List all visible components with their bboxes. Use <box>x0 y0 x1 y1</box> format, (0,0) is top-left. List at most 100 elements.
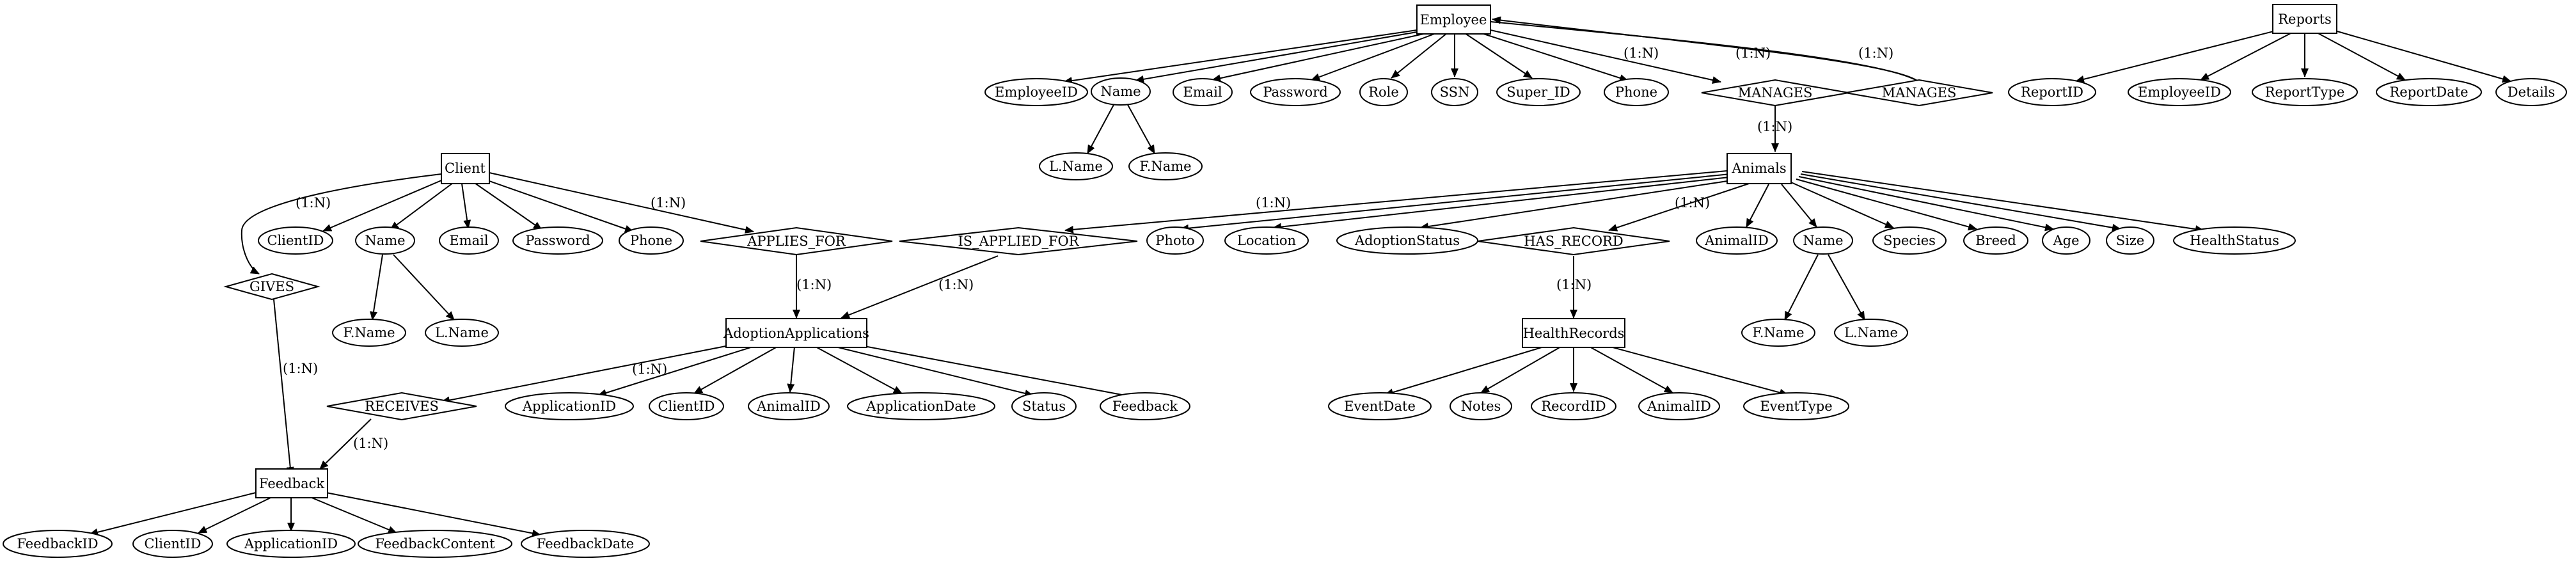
attr-feedback-feedbackid: FeedbackID <box>3 530 113 558</box>
attr-hr-eventtype: EventType <box>1743 392 1849 420</box>
attr-hr-recordid: RecordID <box>1531 392 1616 420</box>
svg-text:EmployeeID: EmployeeID <box>995 84 1078 100</box>
attr-employee-employeeid: EmployeeID <box>984 78 1088 106</box>
attr-feedback-feedbackdate: FeedbackDate <box>521 530 650 558</box>
attr-client-email: Email <box>439 226 499 255</box>
attr-client-password: Password <box>512 226 603 255</box>
attr-client-phone: Phone <box>619 226 684 255</box>
svg-text:Animals: Animals <box>1731 161 1786 176</box>
rel-receives[interactable]: RECEIVES <box>326 392 477 421</box>
card-label: (1:N) <box>353 436 388 451</box>
attr-employee-name: Name <box>1091 77 1151 106</box>
card-label: (1:N) <box>1675 195 1710 210</box>
svg-text:HealthStatus: HealthStatus <box>2190 233 2279 248</box>
svg-text:ReportID: ReportID <box>2021 84 2083 100</box>
svg-text:ApplicationID: ApplicationID <box>522 399 616 414</box>
svg-text:RECEIVES: RECEIVES <box>365 399 439 414</box>
rel-is-applied-for[interactable]: IS_APPLIED_FOR <box>899 226 1138 256</box>
svg-text:AdoptionStatus: AdoptionStatus <box>1354 233 1460 248</box>
rel-gives[interactable]: GIVES <box>223 273 320 301</box>
attr-hr-notes: Notes <box>1450 392 1512 420</box>
entity-employee[interactable]: Employee <box>1416 4 1491 35</box>
svg-text:MANAGES: MANAGES <box>1738 85 1813 100</box>
svg-text:Role: Role <box>1368 84 1399 100</box>
card-label: (1:N) <box>296 195 331 210</box>
rel-manages-1[interactable]: MANAGES <box>1701 79 1849 107</box>
card-label: (1:N) <box>651 195 686 210</box>
rel-has-record[interactable]: HAS_RECORD <box>1477 226 1670 256</box>
card-label: (1:N) <box>632 361 667 377</box>
attr-hr-eventdate: EventDate <box>1328 392 1432 420</box>
svg-text:ReportDate: ReportDate <box>2389 84 2468 100</box>
attr-feedback-clientid: ClientID <box>132 530 213 558</box>
svg-text:L.Name: L.Name <box>1049 159 1103 174</box>
svg-text:Password: Password <box>1263 84 1327 100</box>
svg-text:Client: Client <box>445 161 486 176</box>
svg-text:EmployeeID: EmployeeID <box>2138 84 2221 100</box>
svg-text:Name: Name <box>1100 84 1141 99</box>
svg-text:ApplicationID: ApplicationID <box>244 536 338 551</box>
svg-text:ClientID: ClientID <box>267 233 324 248</box>
svg-text:FeedbackDate: FeedbackDate <box>537 536 634 551</box>
attr-client-fname: F.Name <box>332 319 406 347</box>
attr-reports-reportdate: ReportDate <box>2376 78 2482 106</box>
attr-app-clientid: ClientID <box>649 392 724 420</box>
svg-text:Breed: Breed <box>1975 233 2016 248</box>
attr-animals-age: Age <box>2042 226 2090 255</box>
rel-manages-2[interactable]: MANAGES <box>1845 79 1993 107</box>
svg-text:Name: Name <box>1803 233 1843 248</box>
attr-client-clientid: ClientID <box>258 226 333 255</box>
svg-text:ClientID: ClientID <box>658 399 715 414</box>
entity-health-records[interactable]: HealthRecords <box>1522 318 1625 348</box>
card-label: (1:N) <box>283 361 318 376</box>
attr-app-feedback: Feedback <box>1100 392 1190 420</box>
attr-app-applicationid: ApplicationID <box>505 392 634 420</box>
card-label: (1:N) <box>1757 119 1792 134</box>
entity-adoption-applications[interactable]: AdoptionApplications <box>723 318 869 348</box>
entity-feedback[interactable]: Feedback <box>255 468 328 498</box>
attr-animals-animalid: AnimalID <box>1696 226 1778 255</box>
attr-employee-email: Email <box>1173 78 1233 106</box>
edges <box>89 16 2511 537</box>
card-label: (1:N) <box>1735 45 1771 61</box>
svg-text:AnimalID: AnimalID <box>756 399 821 414</box>
svg-text:EventDate: EventDate <box>1344 399 1416 414</box>
svg-text:MANAGES: MANAGES <box>1882 85 1957 100</box>
attr-reports-employeeid: EmployeeID <box>2128 78 2231 106</box>
attr-animals-size: Size <box>2106 226 2154 255</box>
svg-text:EventType: EventType <box>1760 399 1832 414</box>
attr-animals-fname: F.Name <box>1741 319 1815 347</box>
svg-text:Email: Email <box>1183 84 1222 100</box>
attr-animals-lname: L.Name <box>1834 319 1908 347</box>
svg-text:L.Name: L.Name <box>435 325 489 340</box>
card-label: (1:N) <box>938 277 974 292</box>
entity-client[interactable]: Client <box>441 153 490 184</box>
cardinality-labels: (1:N) (1:N) (1:N) (1:N) (1:N) (1:N) (1:N… <box>283 45 1893 451</box>
svg-text:IS_APPLIED_FOR: IS_APPLIED_FOR <box>958 234 1079 249</box>
rel-applies-for[interactable]: APPLIES_FOR <box>700 226 893 256</box>
attr-animals-name: Name <box>1793 226 1853 255</box>
attr-reports-details: Details <box>2495 78 2567 106</box>
attr-feedback-applicationid: ApplicationID <box>226 530 356 558</box>
entity-reports[interactable]: Reports <box>2272 4 2337 34</box>
attr-app-animalid: AnimalID <box>748 392 830 420</box>
svg-text:APPLIES_FOR: APPLIES_FOR <box>747 234 846 249</box>
attr-employee-lname: L.Name <box>1039 152 1113 180</box>
attr-animals-adoptionstatus: AdoptionStatus <box>1336 226 1478 255</box>
card-label: (1:N) <box>1256 195 1291 210</box>
card-label: (1:N) <box>796 277 832 292</box>
svg-text:Status: Status <box>1022 399 1066 414</box>
svg-text:Species: Species <box>1883 233 1936 248</box>
svg-text:Name: Name <box>365 233 405 248</box>
entity-animals[interactable]: Animals <box>1727 153 1792 184</box>
svg-text:Feedback: Feedback <box>259 476 324 491</box>
svg-text:RecordID: RecordID <box>1541 399 1606 414</box>
svg-text:ApplicationDate: ApplicationDate <box>865 399 976 414</box>
attr-app-applicationdate: ApplicationDate <box>847 392 995 420</box>
svg-text:HAS_RECORD: HAS_RECORD <box>1524 234 1623 249</box>
svg-text:Notes: Notes <box>1461 399 1501 414</box>
svg-text:GIVES: GIVES <box>249 279 294 294</box>
svg-text:HealthRecords: HealthRecords <box>1523 326 1625 341</box>
svg-text:F.Name: F.Name <box>1139 159 1191 174</box>
